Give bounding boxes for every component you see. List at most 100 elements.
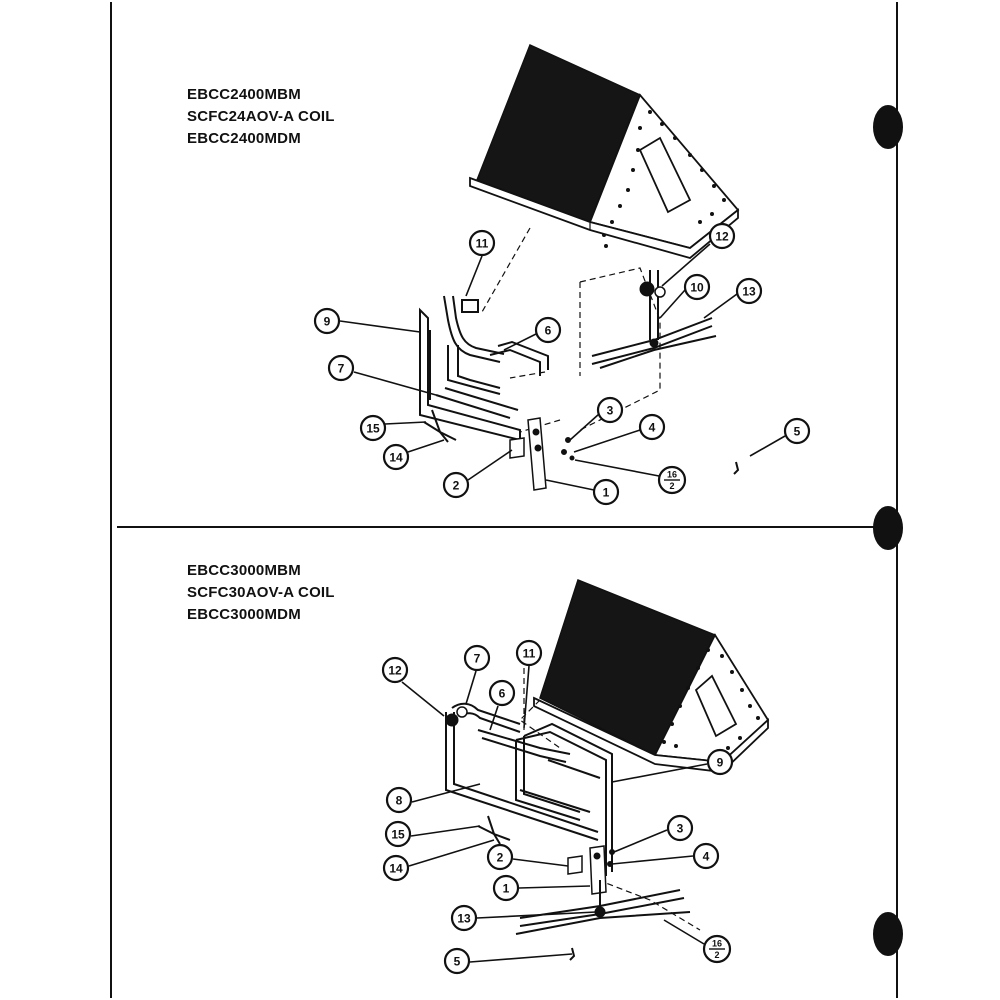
callout-number: 7 [338, 362, 345, 376]
callout-number: 11 [523, 647, 536, 661]
upper-coil-end-opening [638, 136, 692, 214]
callout-circle [666, 814, 694, 842]
upper-callout-14: 14 [382, 443, 410, 471]
upper-model-list: EBCC2400MBM SCFC24AOV-A COIL EBCC2400MDM [187, 84, 335, 150]
upper-tubing [419, 270, 717, 442]
lower-callout-6: 6 [488, 679, 516, 707]
callout-number: 15 [391, 828, 405, 842]
upper-callout-1: 1 [592, 478, 620, 506]
binder-hole-bottom [873, 912, 903, 956]
upper-model-1: EBCC2400MBM [187, 86, 301, 103]
callout-number: 6 [545, 324, 552, 338]
callout-circle [708, 222, 736, 250]
lower-callout-13: 13 [450, 904, 478, 932]
callout-number: 4 [703, 850, 710, 864]
section-divider [117, 526, 897, 528]
upper-model-2: SCFC24AOV-A COIL [187, 108, 335, 125]
upper-a-coil [469, 43, 740, 259]
callout-circle [638, 413, 666, 441]
callout-number: 5 [454, 955, 461, 969]
callout-number: 11 [476, 237, 489, 251]
lower-model-2: SCFC30AOV-A COIL [187, 584, 335, 601]
upper-callout-4: 4 [638, 413, 666, 441]
callout-circle [382, 443, 410, 471]
callout-circle [384, 820, 412, 848]
callout-number: 10 [690, 281, 704, 295]
upper-callout-13: 13 [735, 277, 763, 305]
lower-callout-2: 2 [486, 843, 514, 871]
callout-number: 5 [794, 425, 801, 439]
fraction-denominator: 2 [669, 481, 674, 491]
lower-model-1: EBCC3000MBM [187, 562, 301, 579]
callout-number: 2 [453, 479, 460, 493]
upper-callout-9: 9 [313, 307, 341, 335]
callout-number: 13 [457, 912, 471, 926]
upper-leader-lines [339, 243, 786, 491]
callout-circle [592, 478, 620, 506]
upper-callout-fraction: 162 [657, 465, 687, 495]
callout-circle [706, 748, 734, 776]
callout-number: 1 [603, 486, 610, 500]
callout-circle [692, 842, 720, 870]
lower-callout-4: 4 [692, 842, 720, 870]
upper-callout-6: 6 [534, 316, 562, 344]
callout-number: 12 [388, 664, 402, 678]
upper-model-3: EBCC2400MDM [187, 130, 301, 147]
callout-number: 3 [677, 822, 684, 836]
callout-number: 12 [715, 230, 729, 244]
lower-callout-14: 14 [382, 854, 410, 882]
upper-callout-15: 15 [359, 414, 387, 442]
callout-circle [515, 639, 543, 667]
lower-drain-tray [533, 696, 769, 773]
lower-callout-fraction: 162 [702, 934, 732, 964]
upper-exploded-guides [481, 227, 661, 433]
lower-coil-end-opening [694, 674, 738, 738]
callout-circle [488, 679, 516, 707]
page-frame [110, 2, 898, 998]
callout-number: 7 [474, 652, 481, 666]
upper-callout-11: 11 [468, 229, 496, 257]
callout-circle [486, 843, 514, 871]
callout-circle [450, 904, 478, 932]
binder-hole-top [873, 105, 903, 149]
callout-circle [382, 854, 410, 882]
lower-callout-9: 9 [706, 748, 734, 776]
callout-circle [442, 471, 470, 499]
callout-number: 6 [499, 687, 506, 701]
lower-callout-8: 8 [385, 786, 413, 814]
lower-model-3: EBCC3000MDM [187, 606, 301, 623]
upper-callout-2: 2 [442, 471, 470, 499]
callout-number: 3 [607, 404, 614, 418]
callout-number: 8 [396, 794, 403, 808]
binder-hole-middle [873, 506, 903, 550]
upper-callout-10: 10 [683, 273, 711, 301]
callout-number: 15 [366, 422, 380, 436]
lower-leader-lines [401, 665, 708, 963]
callout-circle [463, 644, 491, 672]
upper-callout-12: 12 [708, 222, 736, 250]
lower-callout-12: 12 [381, 656, 409, 684]
callout-circle [492, 874, 520, 902]
upper-callout-7: 7 [327, 354, 355, 382]
lower-callout-7: 7 [463, 644, 491, 672]
callout-circle [359, 414, 387, 442]
callout-circle [783, 417, 811, 445]
callout-circle [385, 786, 413, 814]
callout-number: 9 [324, 315, 331, 329]
callout-circle [468, 229, 496, 257]
lower-callout-11: 11 [515, 639, 543, 667]
callout-circle [596, 396, 624, 424]
callout-circle [443, 947, 471, 975]
upper-callout-3: 3 [596, 396, 624, 424]
callout-circle [327, 354, 355, 382]
callout-number: 13 [742, 285, 756, 299]
callout-number: 14 [389, 862, 403, 876]
callout-number: 14 [389, 451, 403, 465]
upper-small-parts [423, 409, 740, 491]
fraction-numerator: 16 [667, 470, 677, 480]
callout-circle [683, 273, 711, 301]
lower-callout-3: 3 [666, 814, 694, 842]
lower-a-coil [533, 579, 770, 773]
